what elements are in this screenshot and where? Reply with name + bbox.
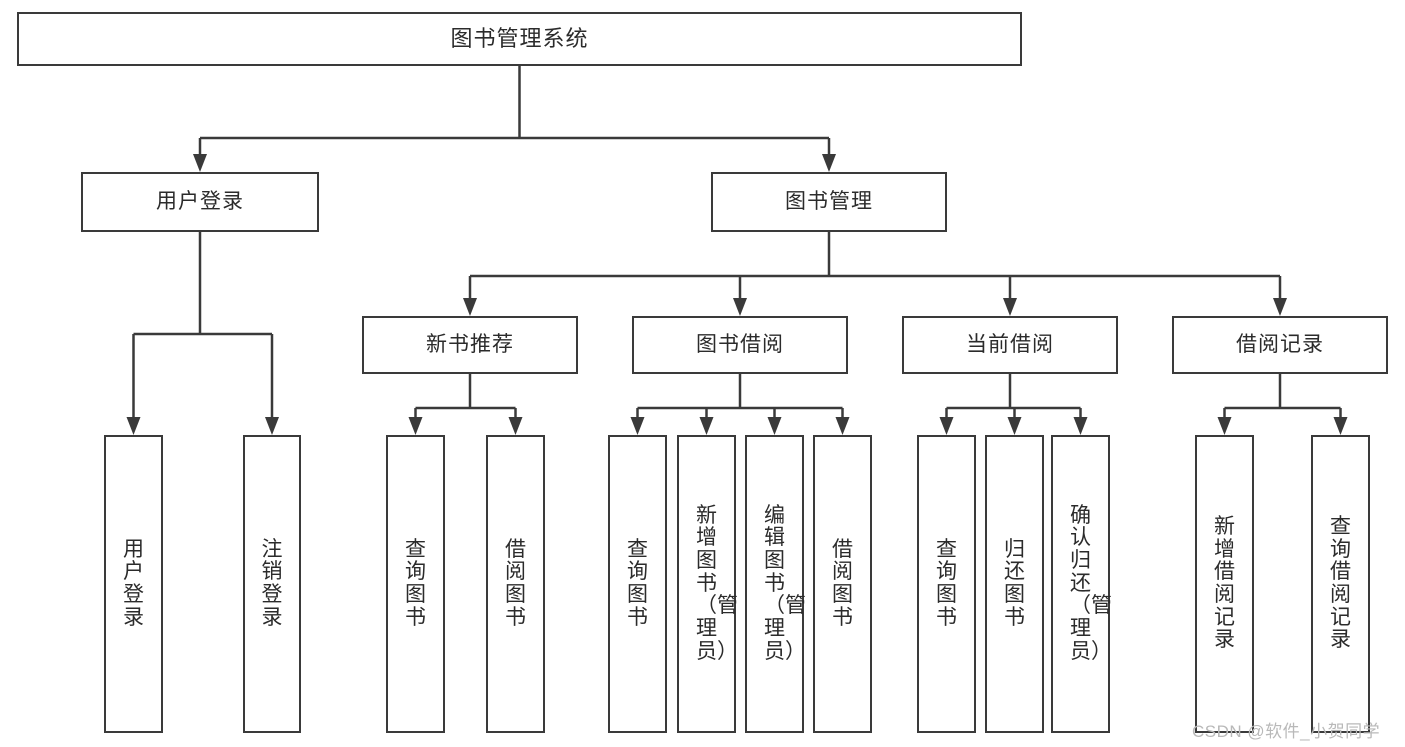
arrowhead-icon <box>1217 417 1232 435</box>
node-label: 借阅图书 <box>505 537 526 629</box>
node-l3-newbook[interactable]: 新书推荐 <box>362 316 578 374</box>
node-leaf-bl-query[interactable]: 查询图书 <box>608 435 667 733</box>
node-label: 图书管理系统 <box>450 25 589 51</box>
node-leaf-rec-query[interactable]: 查询借阅记录 <box>1311 435 1370 733</box>
node-l3-current[interactable]: 当前借阅 <box>902 316 1118 374</box>
node-label: 查询图书 <box>936 537 957 629</box>
node-leaf-rec-add[interactable]: 新增借阅记录 <box>1195 435 1254 733</box>
node-label: 图书管理 <box>785 190 873 214</box>
arrowhead-icon <box>1007 417 1022 435</box>
arrowhead-icon <box>835 417 850 435</box>
node-l3-record[interactable]: 借阅记录 <box>1172 316 1388 374</box>
node-leaf-user-login[interactable]: 用户登录 <box>104 435 163 733</box>
arrowhead-icon <box>265 417 279 435</box>
node-label: 归还图书 <box>1004 537 1025 629</box>
node-leaf-nb-borrow[interactable]: 借阅图书 <box>486 435 545 733</box>
arrowhead-icon <box>408 417 423 435</box>
arrowhead-icon <box>822 154 836 172</box>
node-label: 新增借阅记录 <box>1214 514 1235 652</box>
node-label: 确认归还（管理员） <box>1070 503 1112 663</box>
node-label: 图书借阅 <box>696 333 784 357</box>
node-label: 查询图书 <box>405 537 426 629</box>
arrowhead-icon <box>1073 417 1088 435</box>
node-l3-borrow[interactable]: 图书借阅 <box>632 316 848 374</box>
node-leaf-cur-query[interactable]: 查询图书 <box>917 435 976 733</box>
arrowhead-icon <box>193 154 207 172</box>
watermark-label: CSDN @软件_小贺同学 <box>1192 722 1381 741</box>
arrowhead-icon <box>939 417 954 435</box>
arrowhead-icon <box>630 417 645 435</box>
node-leaf-bl-edit[interactable]: 编辑图书（管理员） <box>745 435 806 733</box>
arrowhead-icon <box>126 417 141 435</box>
arrowhead-icon <box>1003 298 1017 316</box>
node-root[interactable]: 图书管理系统 <box>17 12 1022 66</box>
node-label: 借阅记录 <box>1236 333 1324 357</box>
arrowhead-icon <box>1273 298 1287 316</box>
node-label: 注销登录 <box>261 537 283 629</box>
node-label: 用户登录 <box>156 190 244 214</box>
node-label: 查询借阅记录 <box>1330 514 1351 652</box>
node-leaf-bl-add[interactable]: 新增图书（管理员） <box>677 435 738 733</box>
node-label: 借阅图书 <box>832 537 853 629</box>
node-label: 新书推荐 <box>426 333 514 357</box>
node-leaf-cur-confirm[interactable]: 确认归还（管理员） <box>1051 435 1112 733</box>
node-label: 查询图书 <box>627 537 648 629</box>
node-leaf-nb-query[interactable]: 查询图书 <box>386 435 445 733</box>
arrowhead-icon <box>733 298 747 316</box>
node-leaf-user-logout[interactable]: 注销登录 <box>243 435 301 733</box>
arrowhead-icon <box>1333 417 1348 435</box>
node-label: 当前借阅 <box>966 333 1054 357</box>
arrowhead-icon <box>699 417 714 435</box>
node-l2-book[interactable]: 图书管理 <box>711 172 947 232</box>
arrowhead-icon <box>463 298 477 316</box>
node-l2-user[interactable]: 用户登录 <box>81 172 319 232</box>
arrowhead-icon <box>508 417 523 435</box>
node-label: 编辑图书（管理员） <box>764 503 806 663</box>
node-leaf-cur-return[interactable]: 归还图书 <box>985 435 1044 733</box>
node-label: 新增图书（管理员） <box>696 503 738 663</box>
node-leaf-bl-borrow[interactable]: 借阅图书 <box>813 435 872 733</box>
arrowhead-icon <box>767 417 782 435</box>
node-label: 用户登录 <box>123 537 144 629</box>
